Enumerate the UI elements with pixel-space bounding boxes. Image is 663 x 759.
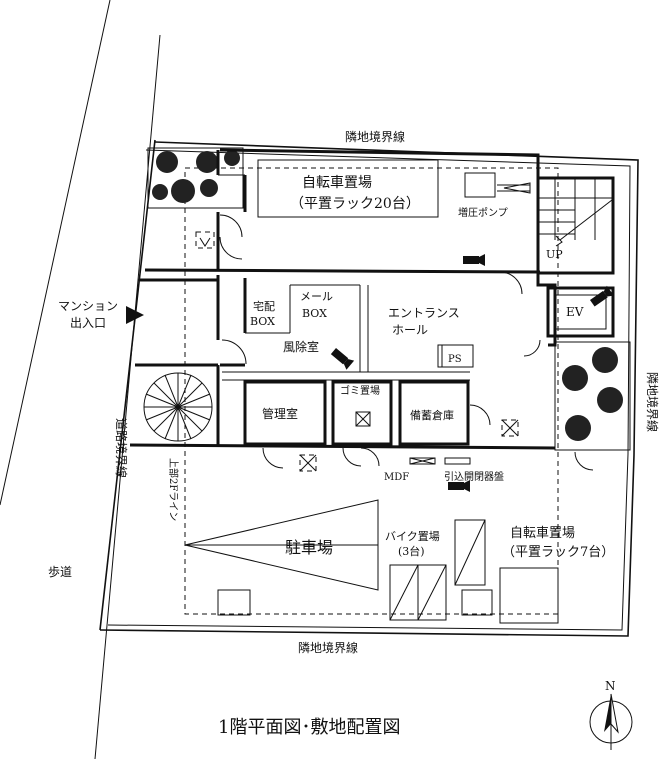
camera-icon: [330, 348, 355, 370]
mail-box-label-1: メール: [300, 290, 333, 303]
upper-2f-line-label: 上部2Fライン: [167, 458, 180, 521]
bike-parking-top-room: [195, 159, 531, 295]
tree-cluster-top-left: [147, 147, 244, 209]
compass-icon: [589, 693, 633, 750]
camera-icon: [463, 254, 485, 266]
motorbike-label-2: (3台): [398, 544, 425, 558]
sidewalk-label: 歩道: [48, 564, 72, 579]
tree-cluster-right: [554, 341, 631, 451]
windbreak-room-label: 風除室: [283, 339, 319, 354]
camera-icon: [590, 285, 614, 307]
stairs-up-label: UP: [546, 248, 563, 261]
parking-area: [184, 499, 379, 616]
bike-parking-bottom-label-2: （平置ラック7台）: [502, 545, 614, 560]
page-title: 1階平面図･敷地配置図: [218, 717, 400, 738]
mail-box-label-2: BOX: [302, 307, 327, 320]
bike-rack-bottom: [499, 567, 559, 624]
bike-parking-top-label-2: （平置ラック20台）: [290, 196, 420, 212]
camera-icons: [330, 254, 614, 492]
entrance-hall-label-2: ホール: [392, 323, 428, 337]
motorbike-area: [389, 519, 493, 621]
stairs: [536, 176, 615, 275]
bike-parking-bottom-label-1: 自転車置場: [510, 526, 575, 541]
boundary-label-right: 隣地境界線: [645, 372, 660, 432]
mdf-label: MDF: [384, 472, 409, 483]
compass-north-label: N: [605, 679, 616, 693]
management-room-label: 管理室: [262, 406, 298, 421]
tree-large-left: [143, 372, 213, 442]
boundary-label-bottom: 隣地境界線: [298, 640, 358, 655]
building-walls: [129, 148, 557, 450]
boundary-label-top: 隣地境界線: [345, 129, 405, 144]
entrance-hall-label-1: エントランス: [388, 306, 460, 320]
bike-parking-top-label-1: 自転車置場: [302, 174, 372, 191]
garbage-storage-label: ゴミ置場: [340, 384, 380, 397]
road-lines: [0, 0, 161, 759]
elevator-shaft: [546, 286, 615, 338]
incoming-panel-label: 引込開閉器盤: [444, 470, 504, 483]
lower-rooms: [243, 380, 594, 472]
booster-pump-label: 増圧ポンプ: [458, 206, 508, 219]
camera-icon: [448, 480, 470, 492]
elevator-label: EV: [566, 305, 584, 319]
emergency-storage-label: 備蓄倉庫: [410, 408, 454, 422]
entrance-arrow-icon: [126, 306, 144, 324]
delivery-box-label-2: BOX: [250, 315, 275, 328]
entrance-area: [220, 278, 541, 381]
delivery-box-label-1: 宅配: [253, 299, 275, 313]
boundary-label-road: 道路境界線: [114, 418, 129, 478]
car-parking-label: 駐車場: [285, 538, 333, 557]
motorbike-label-1: バイク置場: [385, 530, 440, 543]
entrance-label-1: マンション: [58, 299, 118, 313]
pipe-space-label: PS: [448, 354, 462, 365]
entrance-label-2: 出入口: [70, 316, 106, 330]
